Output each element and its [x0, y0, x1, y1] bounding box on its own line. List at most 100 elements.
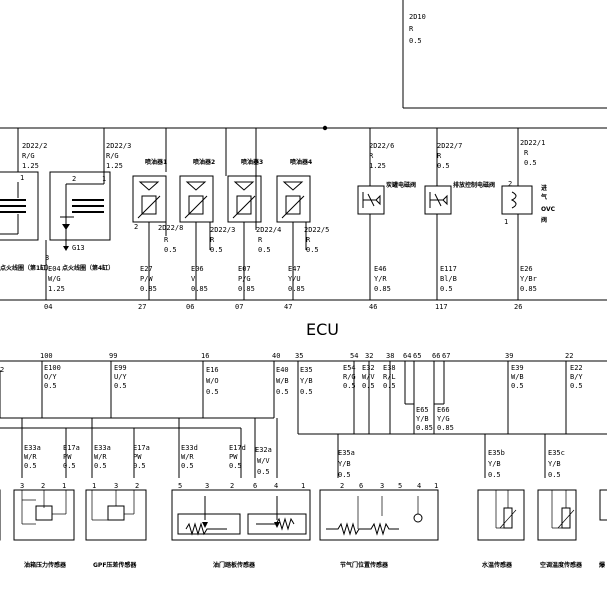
- box-size: 0.5: [409, 37, 422, 45]
- svg-text:0.85: 0.85: [416, 424, 433, 432]
- fuse-box-2d10: 2D10 R 0.5: [402, 0, 607, 109]
- svg-text:35: 35: [295, 352, 303, 360]
- svg-text:66: 66: [432, 352, 440, 360]
- svg-text:E32a: E32a: [255, 446, 272, 454]
- svg-text:0.5: 0.5: [257, 468, 270, 476]
- svg-text:E17a: E17a: [63, 444, 80, 452]
- svg-text:E54: E54: [343, 364, 356, 372]
- svg-text:0.5: 0.5: [164, 246, 177, 254]
- svg-text:0.5: 0.5: [306, 246, 319, 254]
- svg-text:3: 3: [45, 254, 49, 262]
- coil-4-label: 点火线圈（第4缸）: [62, 264, 114, 272]
- svg-text:1.25: 1.25: [22, 162, 39, 170]
- power-bus: [0, 125, 607, 131]
- svg-text:炭罐电磁阀: 炭罐电磁阀: [386, 181, 416, 189]
- svg-text:E06: E06: [191, 265, 204, 273]
- svg-text:0.5: 0.5: [258, 246, 271, 254]
- ecu-top-edge: 04 27 06 07 47 46 117 26: [0, 299, 607, 311]
- svg-text:4: 4: [274, 482, 278, 490]
- svg-text:R/L: R/L: [383, 373, 396, 381]
- svg-text:0.5: 0.5: [300, 388, 313, 396]
- svg-text:2: 2: [0, 366, 4, 374]
- svg-text:U/Y: U/Y: [114, 373, 127, 381]
- svg-text:R/G: R/G: [106, 152, 119, 160]
- svg-text:6: 6: [359, 482, 363, 490]
- svg-text:E35c: E35c: [548, 449, 565, 457]
- svg-text:117: 117: [435, 303, 448, 311]
- svg-text:4: 4: [417, 482, 421, 490]
- canister-solenoid: 炭罐电磁阀: [357, 181, 416, 300]
- svg-text:W/G: W/G: [48, 275, 61, 283]
- bus-drops: [17, 128, 519, 230]
- svg-text:喷油器3: 喷油器3: [241, 158, 263, 166]
- svg-text:E100: E100: [44, 364, 61, 372]
- svg-text:E26: E26: [520, 265, 533, 273]
- svg-text:空调温度传感器: 空调温度传感器: [540, 561, 583, 569]
- svg-text:3: 3: [205, 482, 209, 490]
- svg-text:2: 2: [230, 482, 234, 490]
- svg-text:W/R: W/R: [94, 453, 107, 461]
- svg-text:R: R: [369, 152, 374, 160]
- ignition-coil-4: 2 1 G13 3: [45, 171, 111, 300]
- knock-sensor-partial: [599, 489, 607, 521]
- svg-text:1: 1: [20, 174, 24, 182]
- svg-text:Y/U: Y/U: [288, 275, 301, 283]
- svg-text:1.25: 1.25: [106, 162, 123, 170]
- svg-text:0.85: 0.85: [437, 424, 454, 432]
- svg-text:2: 2: [41, 482, 45, 490]
- svg-text:0.85: 0.85: [374, 285, 391, 293]
- svg-text:5: 5: [398, 482, 402, 490]
- svg-text:1: 1: [92, 482, 96, 490]
- svg-text:2D22/6: 2D22/6: [369, 142, 394, 150]
- svg-text:67: 67: [442, 352, 450, 360]
- svg-text:0.85: 0.85: [288, 285, 305, 293]
- svg-text:0.5: 0.5: [570, 382, 583, 390]
- svg-text:99: 99: [109, 352, 117, 360]
- bottom-drops: [0, 361, 567, 434]
- svg-text:0.5: 0.5: [229, 462, 242, 470]
- svg-text:2D22/7: 2D22/7: [437, 142, 462, 150]
- svg-text:47: 47: [284, 303, 292, 311]
- svg-text:水温传感器: 水温传感器: [482, 561, 513, 569]
- svg-text:E35: E35: [300, 366, 313, 374]
- svg-text:排放控制电磁阀: 排放控制电磁阀: [453, 181, 495, 189]
- svg-text:E35b: E35b: [488, 449, 505, 457]
- svg-text:64: 64: [403, 352, 411, 360]
- svg-text:0.5: 0.5: [524, 159, 537, 167]
- svg-text:OVC: OVC: [541, 206, 556, 213]
- svg-text:2D22/3: 2D22/3: [210, 226, 235, 234]
- injector-feed-labels: 2D22/8 R 0.5 2D22/3 R 0.5 2D22/4 R 0.5 2…: [158, 176, 329, 254]
- svg-text:R: R: [164, 236, 169, 244]
- svg-text:0.5: 0.5: [276, 388, 289, 396]
- svg-text:07: 07: [235, 303, 243, 311]
- svg-text:Y/B: Y/B: [548, 460, 561, 468]
- ecu-bottom-edge: 100 99 16 40 35 54 32 38 64 65 66 67 39 …: [0, 352, 607, 362]
- svg-text:油门踏板传感器: 油门踏板传感器: [213, 561, 256, 569]
- ovc-valve: 2 1 进 气 OVC 阀: [501, 180, 556, 300]
- svg-text:E17d: E17d: [229, 444, 246, 452]
- svg-text:PW: PW: [133, 453, 142, 461]
- svg-text:E22: E22: [570, 364, 583, 372]
- bottom-wire-labels: 2 E100 O/Y 0.5 E99 U/Y 0.5 E16 W/O 0.5 E…: [0, 364, 583, 434]
- box-color: R: [409, 25, 414, 33]
- svg-text:E35a: E35a: [338, 449, 355, 457]
- svg-text:0.5: 0.5: [181, 462, 194, 470]
- svg-text:3: 3: [20, 482, 24, 490]
- svg-text:油箱压力传感器: 油箱压力传感器: [24, 561, 67, 569]
- svg-text:0.85: 0.85: [238, 285, 255, 293]
- svg-text:P/G: P/G: [238, 275, 251, 283]
- svg-text:W/R: W/R: [24, 453, 37, 461]
- svg-text:E16: E16: [206, 366, 219, 374]
- svg-text:2D22/2: 2D22/2: [22, 142, 47, 150]
- svg-text:爆: 爆: [599, 561, 606, 569]
- svg-text:40: 40: [272, 352, 280, 360]
- svg-text:2D22/3: 2D22/3: [106, 142, 131, 150]
- svg-text:0.5: 0.5: [94, 462, 107, 470]
- svg-text:0.5: 0.5: [548, 471, 561, 479]
- ground-g13: G13: [72, 244, 85, 252]
- svg-text:0.5: 0.5: [437, 162, 450, 170]
- svg-text:W/V: W/V: [362, 373, 375, 381]
- svg-text:W/O: W/O: [206, 377, 219, 385]
- svg-text:E47: E47: [288, 265, 301, 273]
- top-wire-labels: E04 W/G 1.25 E27 P/W 0.85 E06 V 0.85 E07…: [48, 265, 537, 293]
